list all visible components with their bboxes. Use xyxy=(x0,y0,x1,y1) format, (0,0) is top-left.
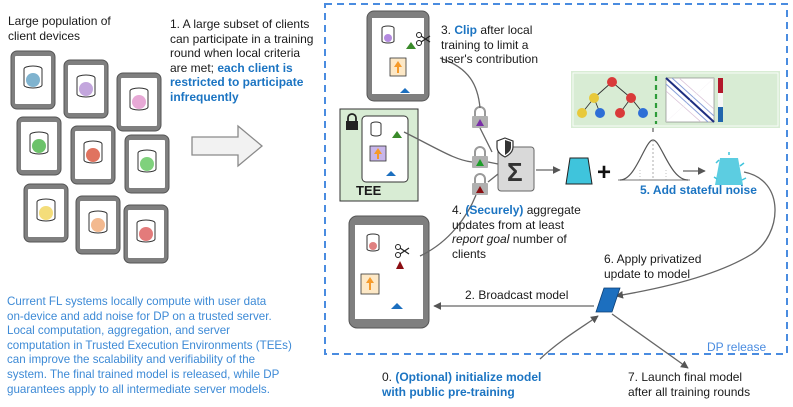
correlation-matrix-icon xyxy=(665,77,723,123)
description-paragraph: Current FL systems locally compute with … xyxy=(7,295,292,396)
tee-device xyxy=(361,115,409,183)
connector-line xyxy=(439,57,481,109)
scissors-icon xyxy=(395,244,410,258)
connector-line xyxy=(487,173,499,183)
noisy-update-icon xyxy=(715,158,743,185)
stateful-noise-panel xyxy=(571,71,780,128)
connector-line xyxy=(487,161,499,165)
lock-icon xyxy=(346,113,358,130)
lock-icon xyxy=(472,106,488,128)
flow-arrow xyxy=(191,124,264,168)
aggregated-update-icon xyxy=(565,157,593,185)
connector-line xyxy=(615,171,776,299)
lock-icon xyxy=(472,146,488,168)
noise-distribution xyxy=(618,139,690,181)
tree-graph-icon xyxy=(577,77,648,118)
step-7-text: 7. Launch final model after all training… xyxy=(628,370,751,399)
connector-line xyxy=(479,127,493,153)
step-2-text: 2. Broadcast model xyxy=(465,288,569,302)
connector-line xyxy=(403,131,473,163)
client-device xyxy=(123,204,169,264)
step-5-text: 5. Add stateful noise xyxy=(640,183,757,197)
client-device xyxy=(23,183,69,243)
client-device-aggregate xyxy=(348,215,430,329)
population-label: Large population of client devices xyxy=(8,14,111,43)
sum-symbol: Σ xyxy=(507,157,523,187)
scissors-icon xyxy=(416,32,431,46)
client-device xyxy=(124,134,170,194)
shield-icon xyxy=(496,137,514,158)
arrow xyxy=(539,315,599,360)
plus-sign: + xyxy=(597,159,611,186)
step-6-text: 6. Apply privatized update to model xyxy=(604,252,702,281)
client-device xyxy=(63,59,109,119)
client-device xyxy=(116,72,162,132)
tee-label: TEE xyxy=(356,183,382,198)
step-4-text: 4. (Securely) aggregate updates from at … xyxy=(452,203,581,261)
client-device-clip xyxy=(366,10,430,102)
client-device xyxy=(16,116,62,176)
arrow xyxy=(611,313,689,369)
global-model-icon xyxy=(595,287,621,313)
aggregation-box xyxy=(496,137,535,192)
client-device xyxy=(10,50,56,110)
lock-icon xyxy=(472,173,488,195)
client-population xyxy=(10,50,170,264)
dp-release-label: DP release xyxy=(707,340,767,354)
connector-line xyxy=(419,194,477,257)
step-0-text: 0. (Optional) initialize model with publ… xyxy=(382,370,542,399)
step-1-text: 1. A large subset of clients can partici… xyxy=(170,17,314,104)
client-device xyxy=(75,195,121,255)
dp-release-region xyxy=(324,3,788,355)
client-device xyxy=(70,125,116,185)
step-3-text: 3. Clip after local training to limit a … xyxy=(441,23,539,66)
